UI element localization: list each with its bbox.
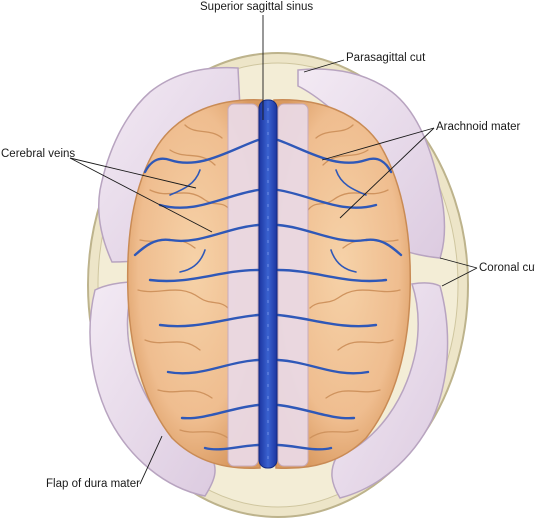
- label-coronal-cut: Coronal cut: [479, 262, 535, 274]
- leader-coronal-1: [439, 257, 478, 269]
- leader-coronal-2: [441, 267, 478, 287]
- leader-arachnoid-2: [339, 127, 435, 219]
- label-flap-of-dura-mater: Flap of dura mater: [46, 478, 140, 490]
- leader-parasagittal: [303, 59, 345, 73]
- label-parasagittal-cut: Parasagittal cut: [346, 52, 426, 64]
- label-superior-sagittal-sinus: Superior sagittal sinus: [200, 1, 314, 13]
- sulci: [137, 124, 401, 439]
- leader-arachnoid-1: [321, 127, 435, 161]
- leader-lines: [69, 15, 478, 485]
- label-cerebral-veins: Cerebral veins: [1, 148, 76, 160]
- leader-cerebral-1: [69, 157, 197, 189]
- cerebral-veins: [133, 138, 403, 451]
- superior-sagittal-sinus: [258, 99, 278, 469]
- label-arachnoid-mater: Arachnoid mater: [436, 121, 521, 133]
- leader-flap: [139, 435, 163, 485]
- leader-cerebral-2: [69, 157, 213, 233]
